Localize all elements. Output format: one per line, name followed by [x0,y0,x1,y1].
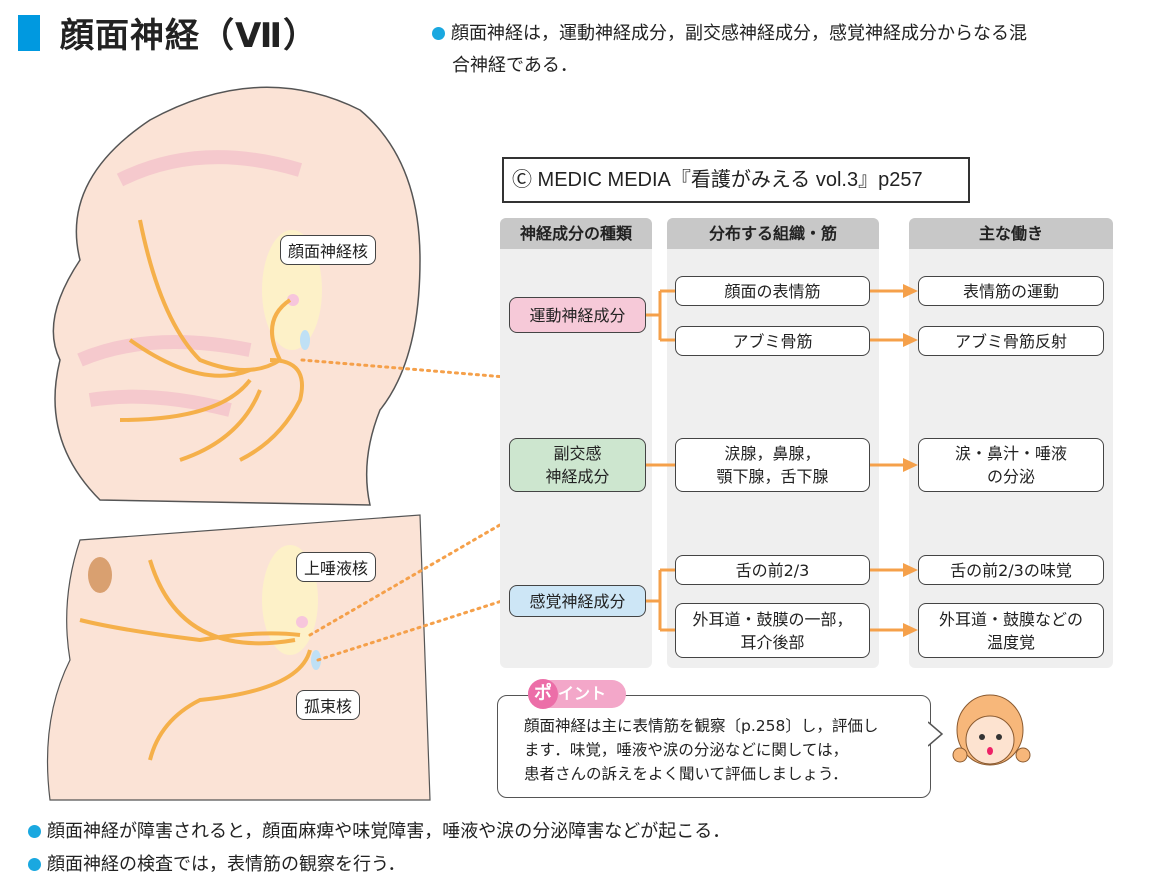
bullet-text: 顔面神経の検査では，表情筋の観察を行う． [47,854,406,875]
point-line: ます．味覚，唾液や涙の分泌などに関しては， [524,741,849,759]
point-bubble: 顔面神経は主に表情筋を観察〔p.258〕し，評価し ます．味覚，唾液や涙の分泌な… [497,695,931,798]
target-box: 舌の前2/3 [675,555,870,585]
target-box: 外耳道・鼓膜の一部， 耳介後部 [675,603,870,658]
bullet-icon [432,27,445,40]
bullet-icon [28,858,41,871]
text-line: 温度覚 [986,632,1035,652]
copyright-notice: Ⓒ MEDIC MEDIA『看護がみえる vol.3』p257 [502,157,970,203]
intro-line: 顔面神経は，運動神経成分，副交感神経成分，感覚神経成分からなる混 [451,23,1027,44]
function-box: アブミ骨筋反射 [918,326,1104,356]
text-line: 外耳道・鼓膜の一部， [692,609,853,629]
sensory-component: 感覚神経成分 [509,585,646,617]
function-box: 涙・鼻汁・唾液の分泌 [918,438,1104,492]
target-box: 顔面の表情筋 [675,276,870,306]
text-line: 顎下腺，舌下腺 [716,467,829,486]
nerve-branches [119,219,304,462]
bullet-icon [28,825,41,838]
facial-nucleus-label: 顔面神経核 [280,235,377,265]
text-line: 涙・鼻汁・唾液 [954,444,1067,463]
nurse-character-icon [952,694,1031,766]
point-line: 患者さんの訴えをよく聞いて評価しましょう． [524,765,848,783]
point-line: 顔面神経は主に表情筋を観察〔p.258〕し，評価し [524,717,879,735]
title-marker [18,15,40,51]
text-line: 涙腺，鼻腺， [724,444,821,463]
column-header: 主な働き [909,218,1113,249]
text-line: 外耳道・鼓膜などの [938,609,1083,629]
function-box: 表情筋の運動 [918,276,1104,306]
superior-salivatory-label: 上唾液核 [296,552,377,582]
bubble-tail [928,721,944,747]
summary-bullets: 顔面神経が障害されると，顔面麻痺や味覚障害，唾液や涙の分泌障害などが起こる． 顔… [28,815,730,881]
text-line: 副交感 [553,444,602,463]
facial-nerve-illustration [46,86,500,801]
solitary-nucleus-label: 孤束核 [296,690,361,720]
target-box: アブミ骨筋 [675,326,870,356]
column-header: 神経成分の種類 [500,218,652,249]
text-line: 耳介後部 [740,632,805,652]
point-badge-rest: イント [558,684,607,703]
page-title: 顔面神経（Ⅶ） [60,16,319,56]
parasympathetic-component: 副交感神経成分 [509,438,646,492]
bullet-text: 顔面神経が障害されると，顔面麻痺や味覚障害，唾液や涙の分泌障害などが起こる． [47,821,731,842]
target-box: 涙腺，鼻腺， 顎下腺，舌下腺 [675,438,870,492]
text-line: 神経成分 [545,467,610,486]
function-box: 外耳道・鼓膜などの温度覚 [918,603,1104,658]
intro-text: 顔面神経は，運動神経成分，副交感神経成分，感覚神経成分からなる混 合神経である． [432,18,1142,82]
text-line: の分泌 [986,467,1035,486]
motor-component: 運動神経成分 [509,297,646,333]
intro-line: 合神経である． [452,55,578,76]
function-box: 舌の前2/3の味覚 [918,555,1104,585]
head-section [46,514,431,801]
point-badge-first: ポ [528,679,558,709]
point-badge: ポイント [528,679,626,709]
column-header: 分布する組織・筋 [667,218,879,249]
